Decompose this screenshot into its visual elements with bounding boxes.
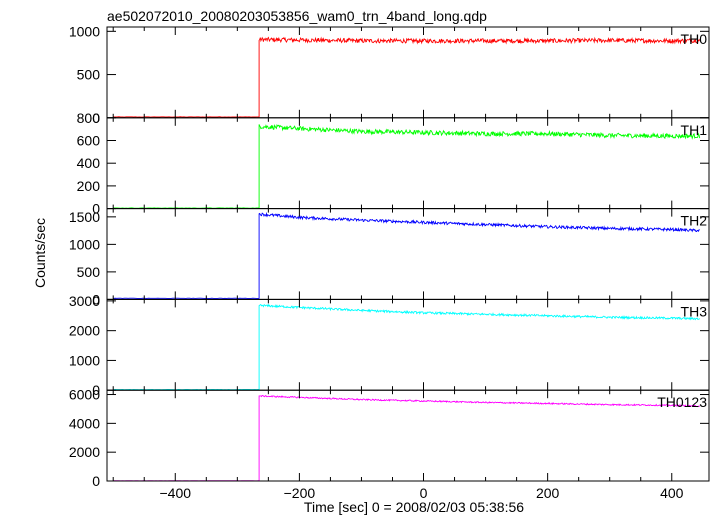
y-tick-label: 400 (77, 155, 101, 171)
y-tick-label: 4000 (69, 415, 100, 431)
x-tick-label: −200 (284, 485, 316, 501)
series-line-th2 (113, 211, 700, 299)
chart-title: ae502072010_20080203053856_wam0_trn_4ban… (107, 8, 487, 24)
y-tick-label: 2000 (69, 323, 100, 339)
series-line-th1 (113, 123, 701, 209)
y-tick-label: 1000 (69, 23, 100, 39)
x-axis-title: Time [sec] 0 = 2008/02/03 05:38:56 (304, 499, 524, 515)
panel-frame (106, 117, 710, 210)
x-axis: −400 −200 0 200 400 (159, 485, 683, 501)
y-tick-label: 600 (77, 133, 101, 149)
y-axis-title: Counts/sec (32, 218, 48, 288)
y-tick-label: 500 (77, 67, 101, 83)
y-tick-label: 1000 (69, 236, 100, 252)
y-tick-label: 0 (92, 110, 100, 126)
series-line-th0123 (113, 395, 701, 482)
panel-label-th3: TH3 (681, 303, 708, 319)
y-tick-label: 500 (77, 264, 101, 280)
x-tick-label: 0 (420, 485, 428, 501)
series-line-th0 (113, 36, 701, 118)
panel-label-th1: TH1 (681, 122, 708, 138)
y-tick-label: 0 (92, 382, 100, 398)
y-tick-label: 0 (92, 291, 100, 307)
series-line-th3 (113, 303, 701, 391)
panel-label-th2: TH2 (681, 213, 708, 229)
x-tick-label: −400 (159, 485, 191, 501)
y-tick-label: 800 (77, 110, 101, 126)
panel-frame (106, 389, 710, 482)
y-tick-label: 3000 (69, 293, 100, 309)
x-tick-label: 400 (660, 485, 684, 501)
x-tick-label: 200 (536, 485, 560, 501)
y-tick-label: 1500 (69, 209, 100, 225)
y-tick-label: 200 (77, 178, 101, 194)
y-tick-label: 6000 (69, 387, 100, 403)
panel-th0123: 0 2000 4000 6000 TH0123 (69, 387, 710, 489)
y-tick-label: 0 (92, 201, 100, 217)
panel-label-th0123: TH0123 (657, 394, 707, 410)
y-tick-label: 1000 (69, 352, 100, 368)
panel-label-th0: TH0 (681, 31, 708, 47)
y-tick-label: 2000 (69, 444, 100, 460)
panel-th2: 0 500 1000 1500 TH2 (69, 208, 710, 307)
y-tick-label: 0 (92, 473, 100, 489)
